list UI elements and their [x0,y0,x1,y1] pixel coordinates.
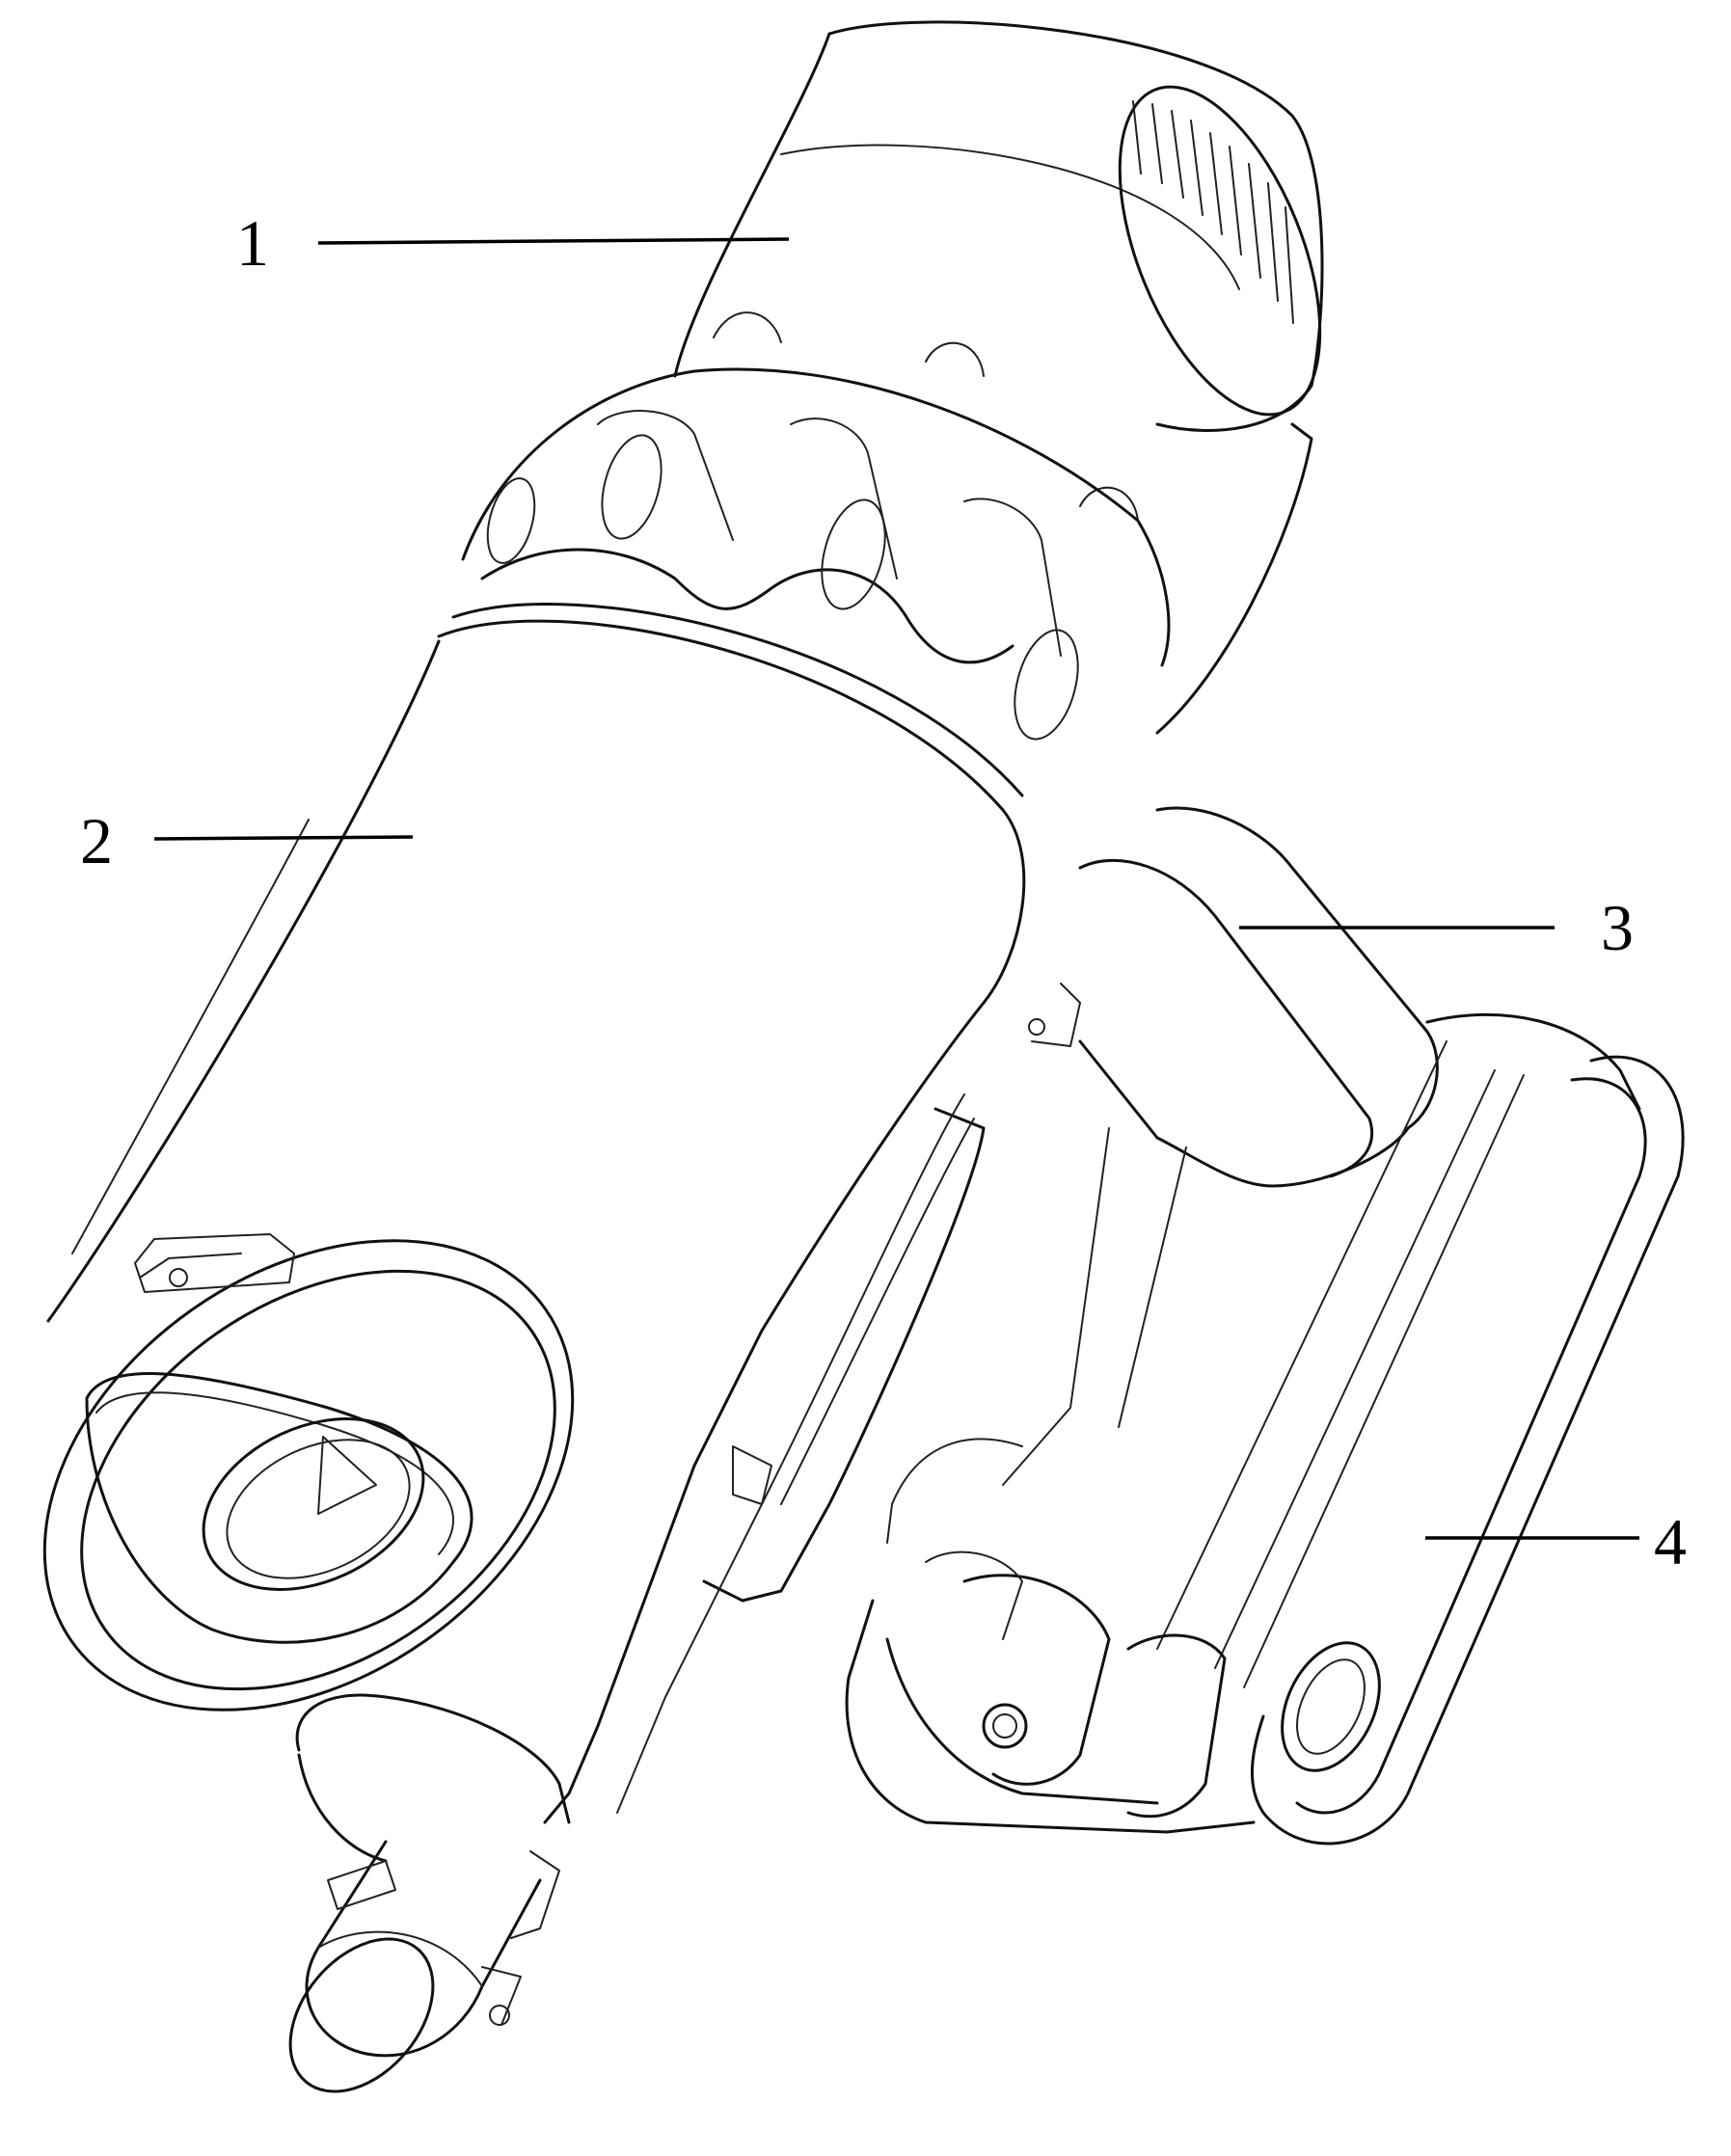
part-1-motor-cap [673,20,1324,522]
callout-label-3: 3 [1601,891,1634,964]
leader-line-2 [153,835,414,841]
part-2-dust-bin [42,603,1026,1711]
part-4-battery-grip [845,1012,1685,1846]
spine-rail [543,422,1313,1824]
cyclone-crown [461,367,1171,741]
leader-line-1 [317,237,790,245]
part-3-handle [886,806,1439,1544]
vent-slots [1132,100,1294,324]
callout-label-1: 1 [236,206,269,280]
callout-label-2: 2 [80,804,113,877]
inlet-nozzle [288,1693,571,2093]
callout-label-4: 4 [1654,1505,1687,1578]
